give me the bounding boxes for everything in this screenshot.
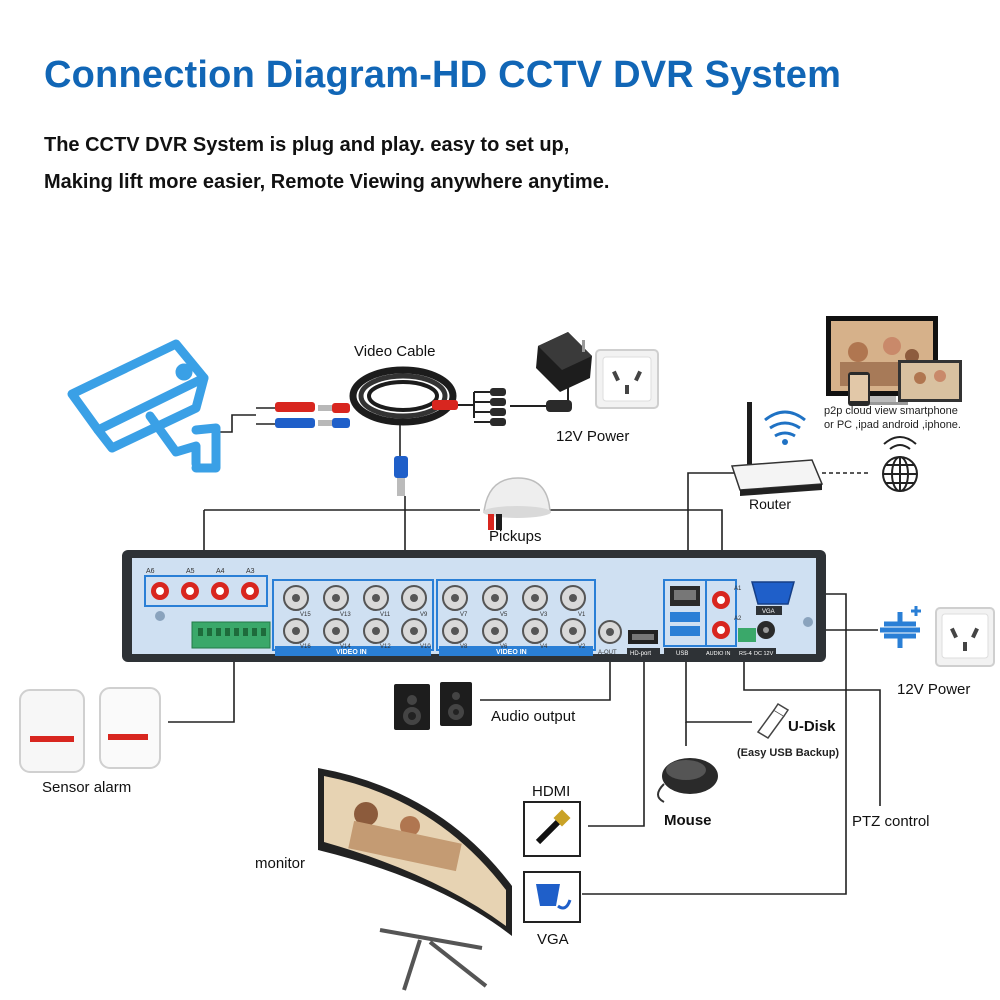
hdmi-label: HDMI (532, 783, 571, 800)
port-label-v2: V2 (578, 644, 586, 650)
monitor-label: monitor (255, 855, 306, 872)
dc12v-label: DC 12V (754, 651, 774, 657)
sensor-alarm-icon (19, 687, 161, 773)
port-label-v11: V11 (380, 612, 391, 618)
router-icon (730, 402, 824, 496)
router-label: Router (749, 496, 792, 512)
audio-rca-ports (151, 582, 259, 600)
dc-power-symbol-icon (880, 606, 921, 648)
port-label-v6: V6 (500, 644, 508, 650)
port-label-v13: V13 (340, 612, 351, 618)
usb-port-label: USB (676, 651, 688, 657)
dc12v-port (752, 621, 776, 657)
ptz-label: PTZ control (852, 813, 930, 830)
rs485-label: RS-485 (739, 651, 758, 657)
port-label-v1: V1 (578, 612, 586, 618)
port-label-v14: V14 (340, 644, 351, 650)
subtitle-line-1: The CCTV DVR System is plug and play. ea… (44, 134, 570, 156)
speakers-icon (394, 682, 472, 730)
port-label-v3: V3 (540, 612, 548, 618)
video-in-group-left (272, 579, 434, 656)
power-adapter-icon (536, 332, 592, 392)
video-cable-label: Video Cable (354, 343, 436, 360)
port-label-a4: A4 (216, 568, 225, 575)
video-in-label-right: VIDEO IN (496, 649, 527, 656)
vga-port-label: VGA (762, 609, 775, 615)
camera-icon (67, 339, 221, 473)
power-outlet-right-icon (935, 607, 995, 667)
pickups-label: Pickups (489, 528, 542, 545)
mouse-label: Mouse (664, 812, 712, 829)
page-title: Connection Diagram-HD CCTV DVR System (44, 54, 842, 96)
port-label-a5: A5 (186, 568, 195, 575)
video-cable-coil-icon (275, 366, 458, 496)
vga-cable-icon (523, 871, 581, 923)
port-label-v15: V15 (300, 612, 311, 618)
mouse-icon (657, 758, 718, 803)
u-disk-note: (Easy USB Backup) (737, 747, 840, 759)
monitor-icon (318, 768, 512, 991)
audio-in-label: AUDIO IN (706, 651, 730, 657)
port-label-v5: V5 (500, 612, 508, 618)
vga-port (751, 581, 795, 615)
port-label-v4: V4 (540, 644, 548, 650)
port-label-a3: A3 (246, 568, 255, 575)
port-label-a6: A6 (146, 568, 155, 575)
p2p-devices-icon (826, 316, 962, 406)
hdmi-port (627, 630, 660, 657)
a-out-port (598, 620, 622, 644)
sensor-alarm-label: Sensor alarm (42, 779, 132, 796)
power-outlet-top-icon (595, 349, 659, 409)
alarm-port-label: ALARM (224, 655, 245, 661)
audio-in-ports (704, 579, 738, 657)
internet-globe-icon (882, 436, 918, 492)
port-label-v16: V16 (300, 644, 311, 650)
a-out-label: A-OUT (598, 650, 617, 656)
vga-label: VGA (537, 931, 569, 948)
video-in-label-left: VIDEO IN (336, 649, 367, 656)
p2p-label-line-1: p2p cloud view smartphone (824, 405, 958, 417)
audio-output-label: Audio output (491, 708, 576, 725)
lan-usb-ports (663, 579, 707, 657)
port-label-v10: V10 (420, 644, 431, 650)
splitter-plug-icon (490, 388, 572, 426)
alarm-terminal-block (191, 621, 271, 649)
pickup-microphone-icon (483, 477, 551, 530)
port-label-a2: A2 (734, 616, 742, 622)
power-top-label: 12V Power (556, 428, 630, 445)
port-label-v9: V9 (420, 612, 428, 618)
port-label-a1: A1 (734, 586, 742, 592)
hdmi-port-label: HD-port (630, 651, 651, 657)
port-label-v7: V7 (460, 612, 468, 618)
usb-disk-icon (756, 702, 790, 739)
power-right-label: 12V Power (897, 681, 971, 698)
p2p-label-line-2: or PC ,ipad android ,iphone. (824, 419, 961, 431)
hdmi-cable-icon (523, 801, 581, 857)
u-disk-label: U-Disk (788, 718, 836, 735)
port-label-v8: V8 (460, 644, 468, 650)
port-label-v12: V12 (380, 644, 391, 650)
video-in-group-right (436, 579, 596, 656)
subtitle-line-2: Making lift more easier, Remote Viewing … (44, 171, 610, 193)
